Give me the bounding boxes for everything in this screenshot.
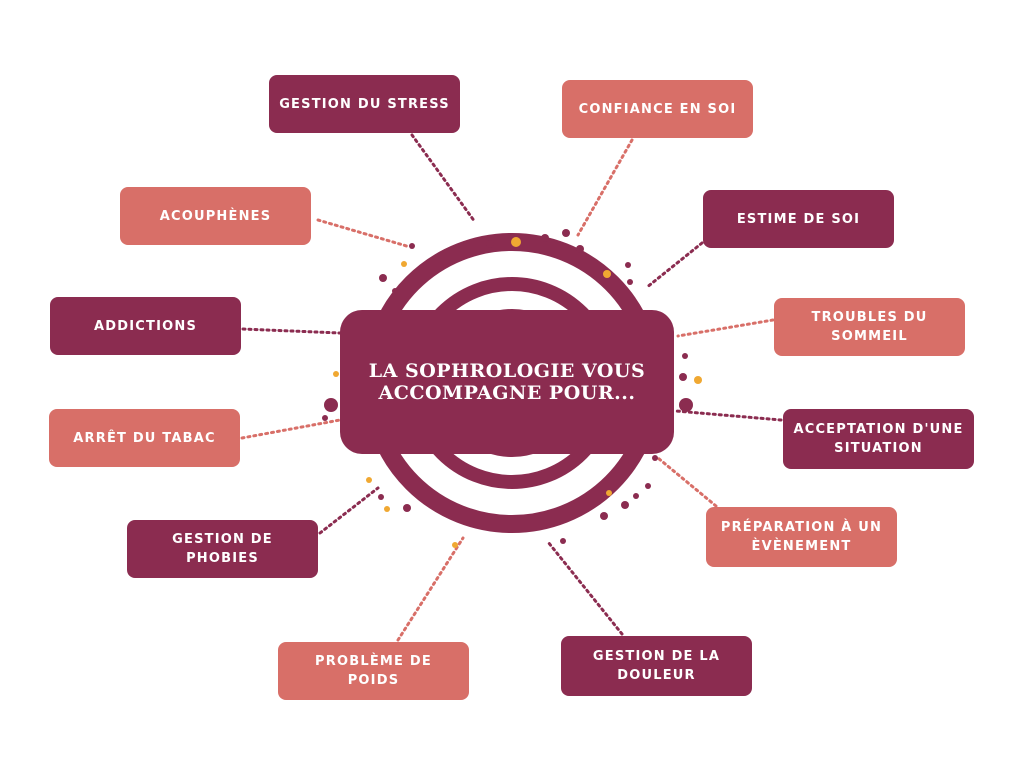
connector-arret-du-tabac	[240, 418, 342, 440]
node-acouphenes: ACOUPHÈNES	[120, 187, 311, 245]
node-probleme-de-poids: PROBLÈME DE POIDS	[278, 642, 469, 700]
decor-dot	[511, 237, 521, 247]
connector-preparation-a-un-evenement	[656, 456, 718, 508]
decor-dot	[682, 353, 688, 359]
node-label: ADDICTIONS	[93, 318, 198, 334]
decor-dot	[606, 490, 612, 496]
decor-dot	[541, 234, 549, 242]
decor-dot	[679, 398, 693, 412]
center-title-box: LA SOPHROLOGIE VOUS ACCOMPAGNE POUR...	[340, 310, 674, 454]
decor-dot	[625, 262, 631, 268]
node-estime-de-soi: ESTIME DE SOI	[703, 190, 894, 248]
node-label: ACCEPTATION D'UNE SITUATION	[793, 422, 964, 456]
node-label: GESTION DU STRESS	[279, 96, 450, 112]
decor-dot	[392, 288, 398, 294]
decor-dot	[560, 538, 566, 544]
decor-dot	[645, 483, 651, 489]
decor-dot	[576, 245, 584, 253]
decor-dot	[486, 240, 494, 248]
node-label: GESTION DE LA DOULEUR	[592, 649, 721, 683]
decor-dot	[652, 455, 658, 461]
connector-troubles-du-sommeil	[676, 318, 775, 338]
node-gestion-de-la-douleur: GESTION DE LA DOULEUR	[561, 636, 752, 696]
decor-dot	[384, 506, 390, 512]
decor-dot	[603, 270, 611, 278]
decor-dots	[322, 229, 702, 548]
node-preparation-a-un-evenement: PRÉPARATION À UN ÈVÈNEMENT	[706, 507, 897, 567]
decor-dot	[452, 542, 458, 548]
node-addictions: ADDICTIONS	[50, 297, 241, 355]
connector-confiance-en-soi	[576, 138, 634, 237]
connector-acouphenes	[316, 218, 412, 249]
connector-gestion-de-phobies	[318, 486, 380, 535]
decor-dot	[600, 512, 608, 520]
decor-dot	[324, 398, 338, 412]
node-confiance-en-soi: CONFIANCE EN SOI	[562, 80, 753, 138]
decor-dot	[378, 494, 384, 500]
decor-dot	[403, 504, 411, 512]
node-gestion-de-phobies: GESTION DE PHOBIES	[127, 520, 318, 578]
connector-probleme-de-poids	[396, 536, 465, 642]
decor-dot	[409, 243, 415, 249]
node-label: ACOUPHÈNES	[159, 208, 272, 224]
decor-dot	[621, 501, 629, 509]
decor-dot	[333, 371, 339, 377]
connector-gestion-du-stress	[410, 133, 477, 224]
decor-dot	[322, 415, 328, 421]
center-title: LA SOPHROLOGIE VOUS ACCOMPAGNE POUR...	[368, 360, 646, 404]
node-arret-du-tabac: ARRÊT DU TABAC	[49, 409, 240, 467]
decor-dot	[379, 274, 387, 282]
node-label: ARRÊT DU TABAC	[73, 430, 216, 446]
decor-dot	[401, 261, 407, 267]
decor-dot	[633, 493, 639, 499]
node-gestion-du-stress: GESTION DU STRESS	[269, 75, 460, 133]
connectors	[240, 133, 783, 642]
connector-addictions	[241, 327, 342, 335]
decor-dot	[562, 229, 570, 237]
node-label: ESTIME DE SOI	[736, 211, 861, 227]
connector-acceptation-d-une-situation	[674, 409, 783, 422]
decor-dot	[366, 477, 372, 483]
decor-dot	[694, 376, 702, 384]
node-label: GESTION DE PHOBIES	[172, 532, 273, 566]
node-label: CONFIANCE EN SOI	[578, 101, 737, 117]
decor-dot	[627, 279, 633, 285]
node-troubles-du-sommeil: TROUBLES DU SOMMEIL	[774, 298, 965, 356]
node-label: PRÉPARATION À UN ÈVÈNEMENT	[720, 520, 883, 554]
node-label: TROUBLES DU SOMMEIL	[811, 310, 928, 344]
node-label: PROBLÈME DE POIDS	[315, 654, 432, 688]
node-acceptation-d-une-situation: ACCEPTATION D'UNE SITUATION	[783, 409, 974, 469]
connector-estime-de-soi	[644, 241, 704, 290]
connector-gestion-de-la-douleur	[546, 540, 624, 636]
decor-dot	[679, 373, 687, 381]
